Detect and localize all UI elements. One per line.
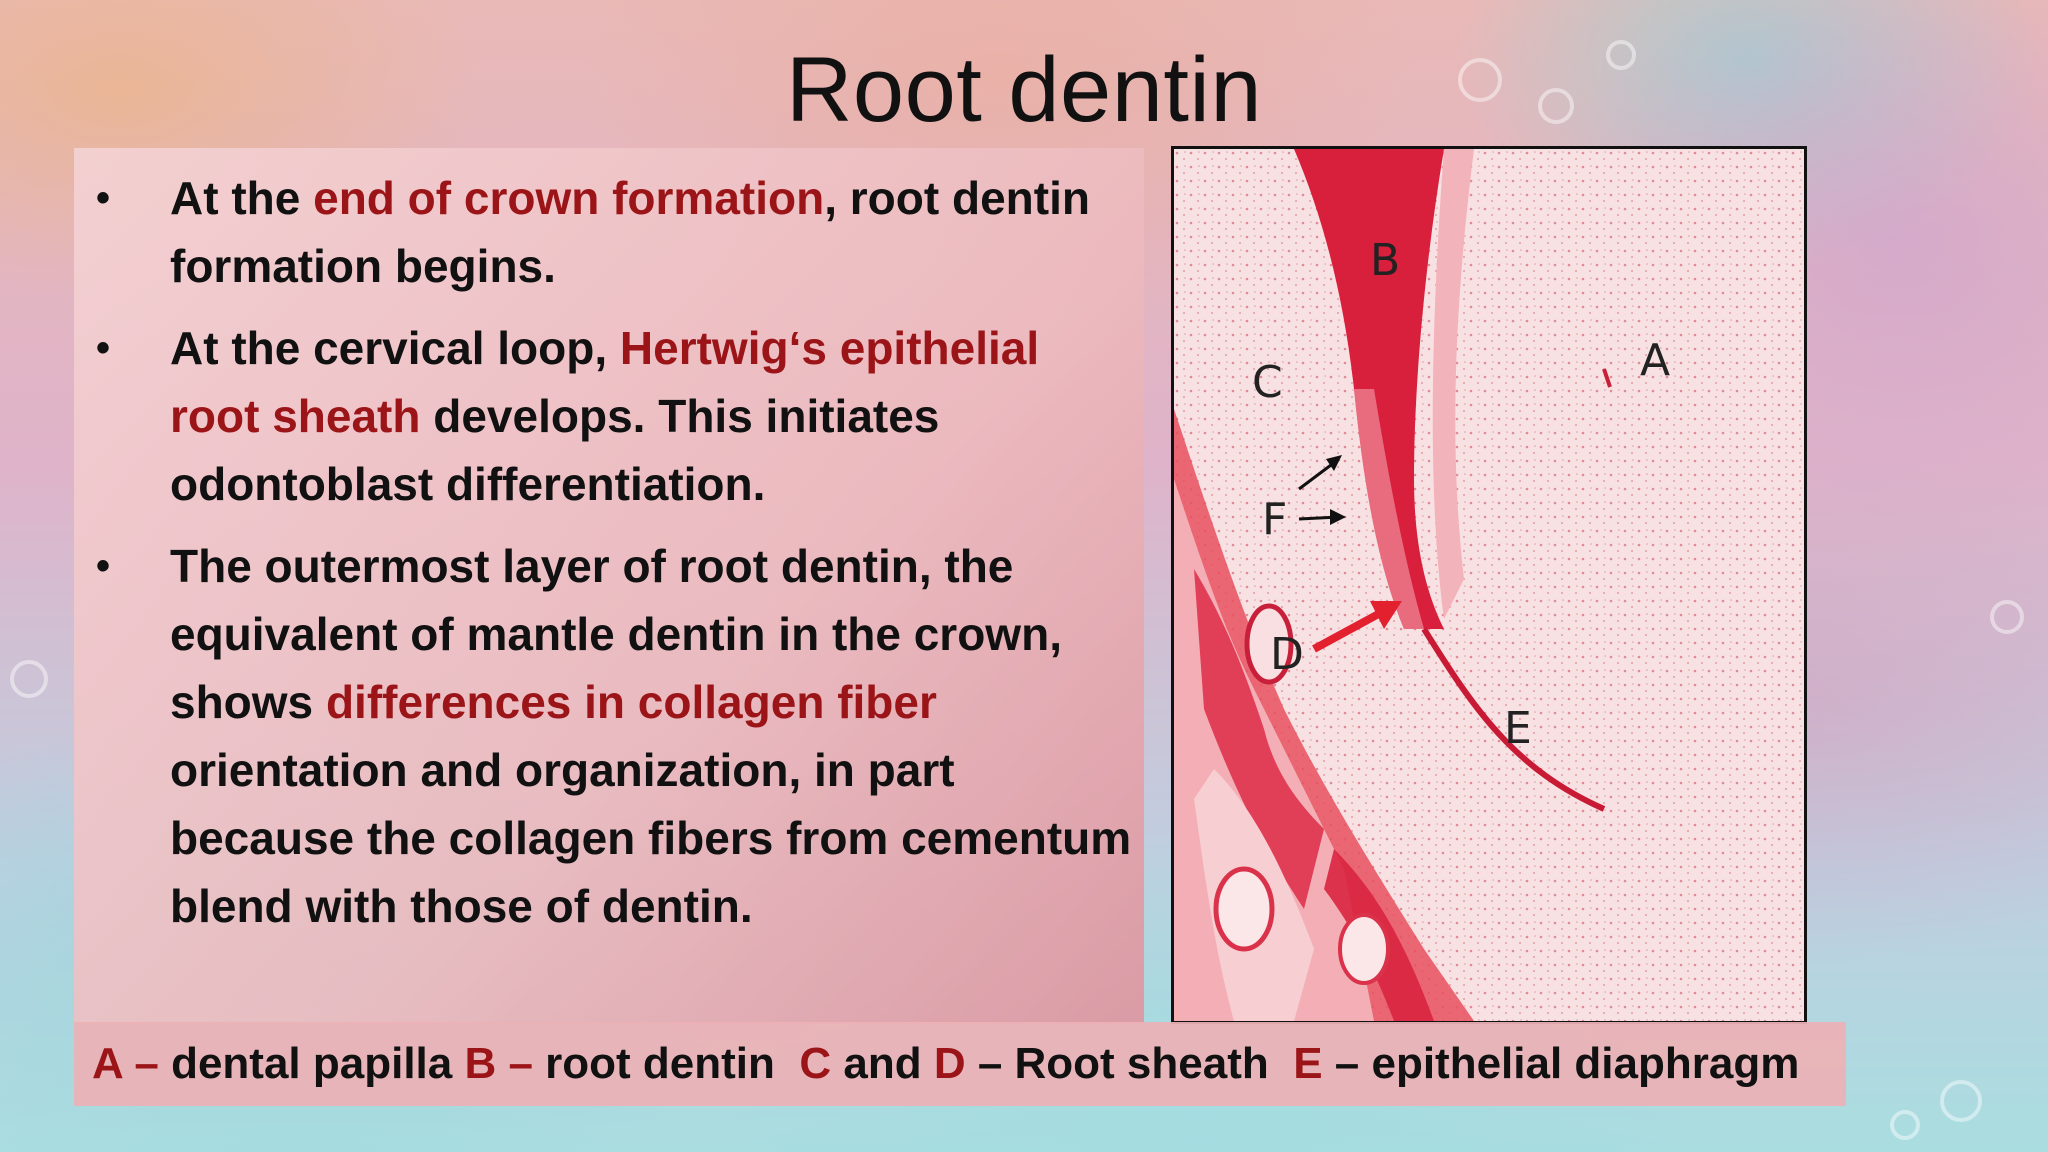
bullet-item: • At the cervical loop, Hertwig‘s epithe… [74,314,1134,518]
background-bubble [10,660,48,698]
label-e: E [1504,703,1532,754]
bullet-highlight: Hertwig‘s epithelial root sheath [170,322,1040,442]
background-bubble [1940,1080,1982,1122]
bullet-highlight: end of crown formation [313,172,825,224]
caption-key-d: D [933,1039,966,1088]
label-b: B [1370,235,1400,286]
label-a: A [1640,335,1670,386]
background-bubble [1890,1110,1920,1140]
caption-key-b: B – [464,1039,533,1088]
bullet-text: orientation and organization, in part be… [170,744,1132,932]
background-bubble [1990,600,2024,634]
caption-text: and [831,1039,934,1088]
caption-text: – epithelial diaphragm [1322,1039,1800,1088]
bullet-item: • At the end of crown formation, root de… [74,164,1134,300]
slide-title: Root dentin [785,39,1263,141]
caption-key-e: E [1293,1039,1323,1088]
micrograph-illustration: B A C F D E [1174,149,1804,1021]
bullet-text: , root dentin formation begins. [170,172,1090,292]
background-bubble [1606,40,1636,70]
caption-text: dental papilla [158,1039,465,1088]
caption-text: root dentin [532,1039,800,1088]
histology-micrograph: B A C F D E [1171,146,1807,1024]
bullet-item: • The outermost layer of root dentin, th… [74,532,1134,940]
bullet-dot-icon: • [96,544,111,588]
figure-caption: A – dental papilla B – root dentin C and… [74,1022,1846,1106]
caption-text: – Root sheath [965,1039,1294,1088]
label-f: F [1262,494,1287,545]
bullet-text: At the [170,172,314,224]
caption-key-a: A – [92,1039,159,1088]
bullet-panel: • At the end of crown formation, root de… [74,148,1144,1024]
bullet-dot-icon: • [96,176,111,220]
label-d: D [1270,629,1304,680]
bullet-highlight: differences in collagen fiber [325,676,937,728]
label-c: C [1252,357,1283,408]
background-bubble [1538,88,1574,124]
background-bubble [1458,58,1502,102]
caption-key-c: C [799,1039,832,1088]
bullet-text: develops. This initiates odontoblast dif… [170,390,940,510]
bullet-text: At the cervical loop, [170,322,620,374]
bullet-text: The outermost layer of root dentin, the … [170,540,1062,728]
bullet-list: • At the end of crown formation, root de… [74,164,1134,954]
bullet-dot-icon: • [96,326,111,370]
